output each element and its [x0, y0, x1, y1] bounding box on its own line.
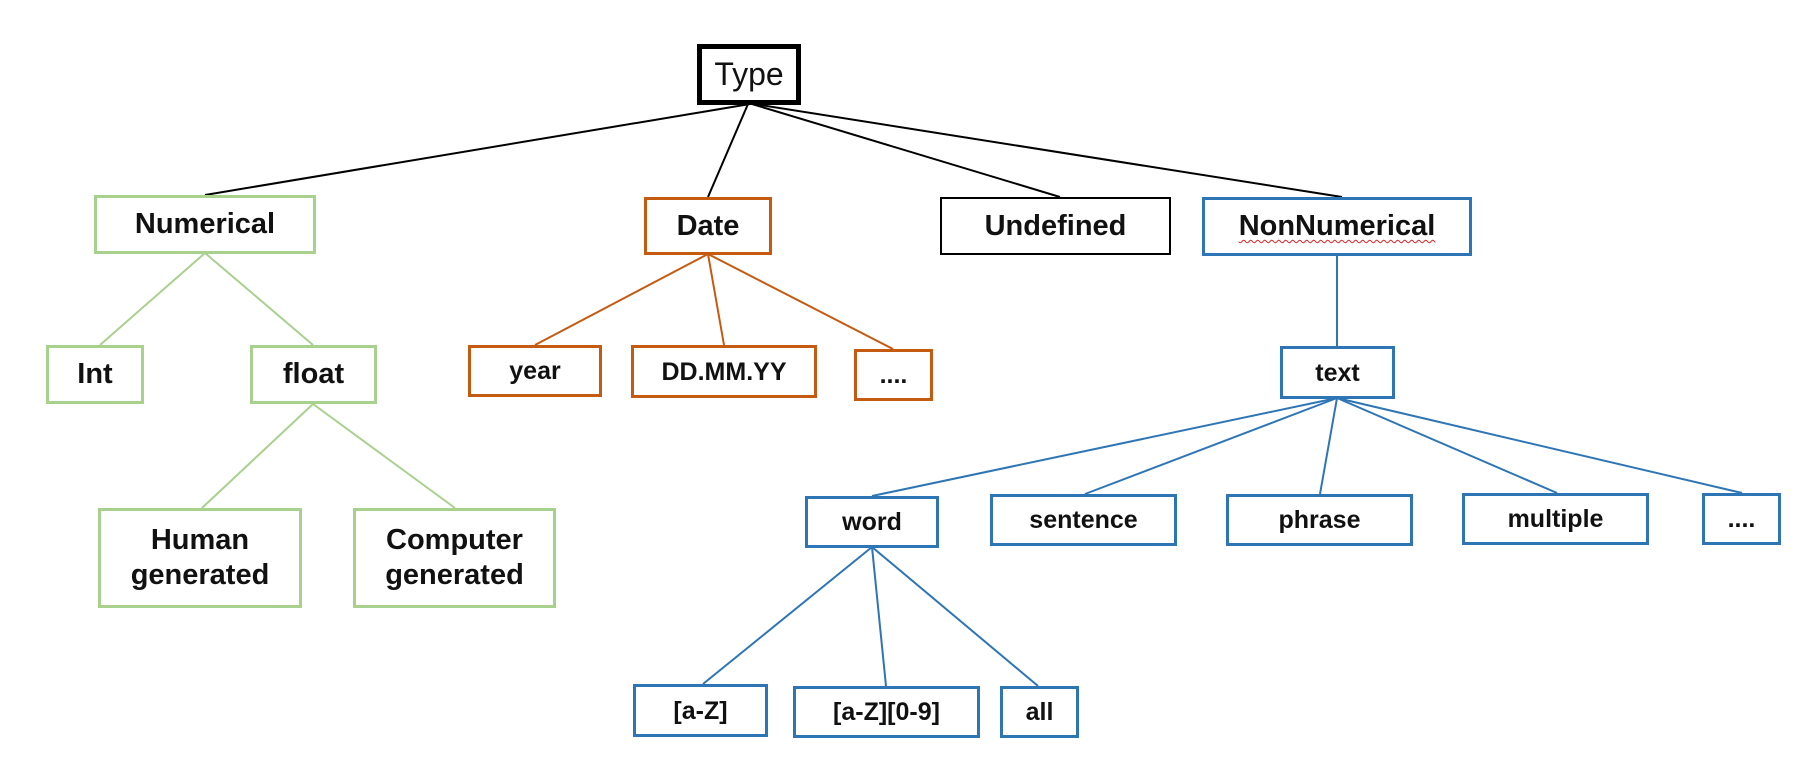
node-human-generated: Human generated: [98, 508, 302, 608]
node-float: float: [250, 345, 377, 404]
edge-type-numerical: [204, 103, 751, 196]
edge-word-az: [702, 546, 873, 685]
node-numerical: Numerical: [94, 195, 316, 254]
edge-float-computer: [312, 403, 456, 509]
edge-date-year: [534, 253, 709, 346]
node-int: Int: [46, 345, 144, 404]
node-nonnumerical-label: NonNumerical: [1238, 210, 1436, 243]
node-date-more: ....: [854, 349, 933, 401]
edge-numerical-int: [99, 252, 206, 346]
node-undefined: Undefined: [940, 197, 1171, 255]
edge-text-sentence: [1084, 397, 1338, 495]
node-text: text: [1280, 346, 1395, 399]
edge-type-undefined: [751, 103, 1061, 198]
edge-text-more: [1336, 397, 1743, 494]
edge-text-word: [871, 397, 1338, 497]
node-type: Type: [697, 44, 801, 105]
node-date: Date: [644, 197, 772, 255]
node-az09: [a-Z][0-9]: [793, 686, 980, 738]
edge-date-ddmmyy: [707, 253, 725, 346]
node-computer-generated: Computer generated: [353, 508, 556, 608]
node-nonnumerical: NonNumerical: [1202, 197, 1472, 256]
node-all: all: [1000, 686, 1079, 738]
edge-type-nonnumerical: [753, 103, 1343, 198]
edge-float-human: [201, 403, 314, 509]
edge-date-more: [707, 253, 894, 350]
node-word: word: [805, 496, 939, 548]
edge-word-all: [871, 546, 1039, 687]
edge-numerical-float: [204, 252, 314, 346]
node-phrase: phrase: [1226, 494, 1413, 546]
node-year: year: [468, 345, 602, 397]
edge-text-multiple: [1336, 397, 1558, 494]
node-multiple: multiple: [1462, 493, 1649, 545]
node-az: [a-Z]: [633, 684, 768, 737]
edge-type-date: [707, 103, 749, 198]
edge-word-az09: [871, 546, 887, 687]
node-text-more: ....: [1702, 493, 1781, 545]
edge-text-phrase: [1319, 397, 1338, 495]
node-ddmmyy: DD.MM.YY: [631, 345, 817, 398]
node-sentence: sentence: [990, 494, 1177, 546]
